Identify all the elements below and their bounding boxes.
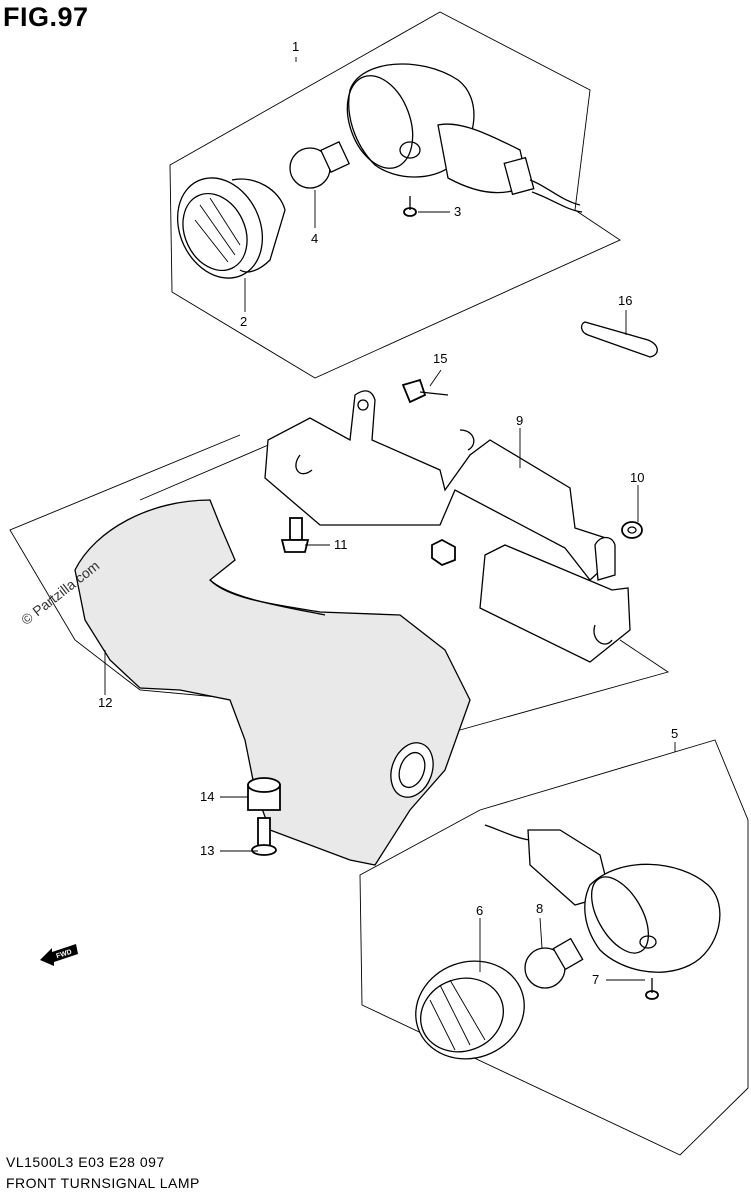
figure-title: FIG.97 xyxy=(3,2,89,32)
bracket-9 xyxy=(264,390,613,581)
upper-bulb xyxy=(289,141,350,189)
screw-15 xyxy=(401,378,449,404)
cover-12 xyxy=(74,499,471,866)
lower-bulb xyxy=(524,937,584,989)
upper-assembly-outline xyxy=(169,11,621,379)
callout-6: 6 xyxy=(476,903,484,918)
bracket-group-outline xyxy=(9,434,251,701)
callout-2: 2 xyxy=(240,314,248,329)
callout-9: 9 xyxy=(516,413,524,428)
callout-1: 1 xyxy=(292,39,300,54)
nut-bracket xyxy=(431,538,456,567)
callout-14: 14 xyxy=(200,789,215,804)
bolt-13 xyxy=(251,817,277,856)
screw-3 xyxy=(403,196,417,217)
leader-lines xyxy=(104,57,676,981)
callout-10: 10 xyxy=(630,470,645,485)
lower-assembly-outline xyxy=(359,739,749,1156)
nut-10 xyxy=(621,521,643,539)
lower-lamp-housing xyxy=(484,824,721,973)
upper-lamp-housing xyxy=(346,63,583,213)
callout-3: 3 xyxy=(454,204,462,219)
callout-8: 8 xyxy=(536,901,544,916)
bracket-lower xyxy=(479,536,631,663)
callout-7: 7 xyxy=(592,972,600,987)
callout-15: 15 xyxy=(433,351,448,366)
band-16 xyxy=(580,321,658,358)
fwd-label: FWD xyxy=(55,949,72,961)
callout-11: 11 xyxy=(334,537,348,552)
callout-13: 13 xyxy=(200,843,215,858)
lower-lens xyxy=(415,960,525,1060)
callout-16: 16 xyxy=(618,293,633,308)
callout-12: 12 xyxy=(98,695,113,710)
bolt-11 xyxy=(280,517,310,553)
screw-7 xyxy=(645,978,659,1000)
figure-name: FRONT TURNSIGNAL LAMP xyxy=(6,1175,200,1191)
callout-5: 5 xyxy=(671,726,679,741)
cushion-14 xyxy=(247,777,281,811)
upper-lens xyxy=(176,177,286,279)
bracket-group-outline-right xyxy=(459,639,670,731)
callout-4: 4 xyxy=(311,231,319,246)
figure-code: VL1500L3 E03 E28 097 xyxy=(6,1154,165,1170)
fwd-arrow-icon: FWD xyxy=(40,944,78,966)
